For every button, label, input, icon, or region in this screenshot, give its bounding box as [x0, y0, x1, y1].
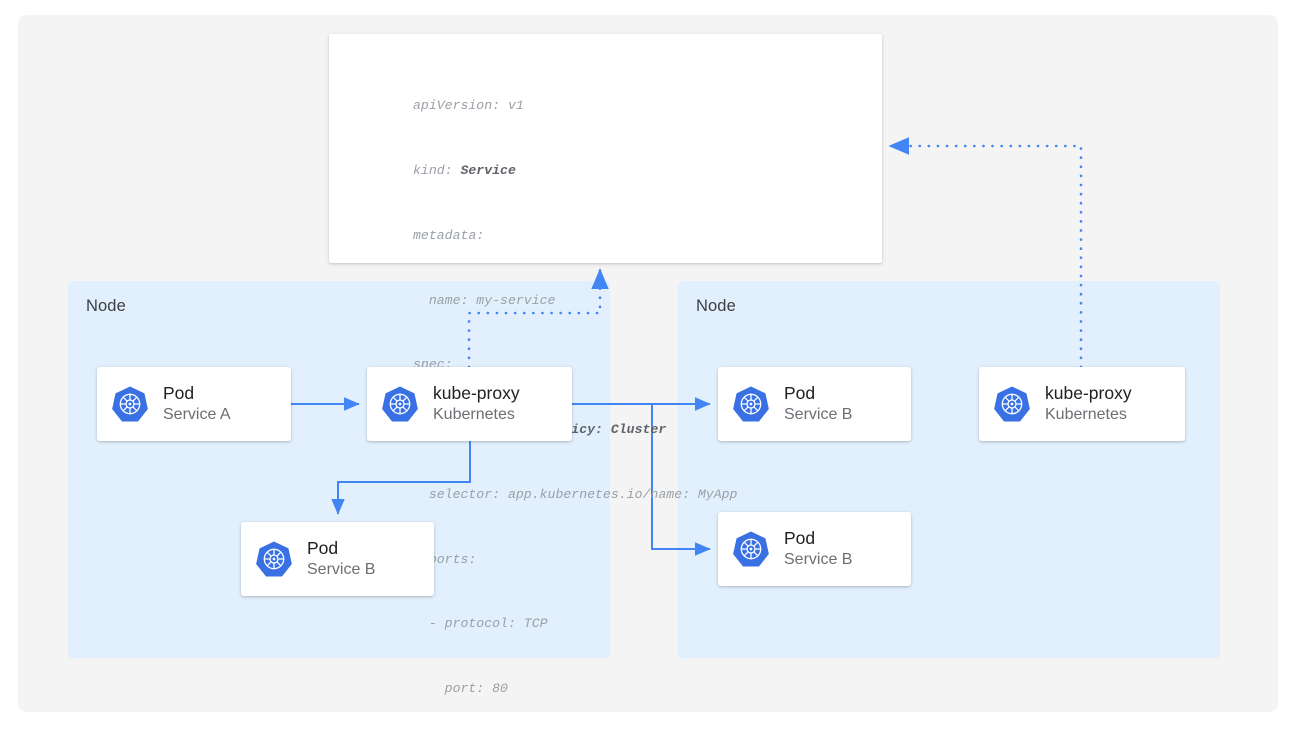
card-title: Pod: [784, 528, 816, 549]
yaml-line-apiversion: apiVersion: v1: [413, 98, 524, 114]
service-yaml-manifest: apiVersion: v1 kind: Service metadata: n…: [329, 34, 882, 696]
yaml-line-kind: kind: Service: [413, 160, 737, 182]
kubernetes-logo-icon: [718, 385, 784, 423]
kubernetes-logo-icon: [979, 385, 1045, 423]
card-title: Pod: [163, 383, 195, 404]
card-subtitle: Service A: [163, 405, 231, 423]
card-title: kube-proxy: [433, 383, 520, 404]
pod-service-a-card[interactable]: Pod Service A: [97, 367, 291, 441]
card-subtitle: Service B: [784, 550, 853, 568]
kubernetes-logo-icon: [241, 540, 307, 578]
yaml-kind-key: kind:: [413, 162, 461, 178]
card-title: Pod: [307, 538, 339, 559]
card-subtitle: Service B: [784, 405, 853, 423]
yaml-line-name: name: my-service: [413, 292, 556, 308]
yaml-line-ports: ports:: [413, 551, 477, 567]
yaml-line-protocol: - protocol: TCP: [413, 616, 548, 632]
card-title: kube-proxy: [1045, 383, 1132, 404]
kube-proxy-left-card[interactable]: kube-proxy Kubernetes: [367, 367, 572, 441]
kube-proxy-right-card[interactable]: kube-proxy Kubernetes: [979, 367, 1185, 441]
card-subtitle: Service B: [307, 560, 376, 578]
card-subtitle: Kubernetes: [433, 405, 515, 423]
kubernetes-logo-icon: [367, 385, 433, 423]
node-label-right: Node: [696, 297, 736, 315]
yaml-line-port: port: 80: [413, 681, 508, 697]
kubernetes-logo-icon: [718, 530, 784, 568]
node-container-right: [678, 281, 1220, 658]
card-title: Pod: [784, 383, 816, 404]
pod-service-b-right-top-card[interactable]: Pod Service B: [718, 367, 911, 441]
kubernetes-logo-icon: [97, 385, 163, 423]
node-label-left: Node: [86, 297, 126, 315]
yaml-line-metadata: metadata:: [413, 227, 485, 243]
yaml-kind-value: Service: [460, 162, 516, 178]
pod-service-b-left-card[interactable]: Pod Service B: [241, 522, 434, 596]
yaml-line-selector: selector: app.kubernetes.io/name: MyApp: [413, 486, 738, 502]
pod-service-b-right-bottom-card[interactable]: Pod Service B: [718, 512, 911, 586]
card-subtitle: Kubernetes: [1045, 405, 1127, 423]
